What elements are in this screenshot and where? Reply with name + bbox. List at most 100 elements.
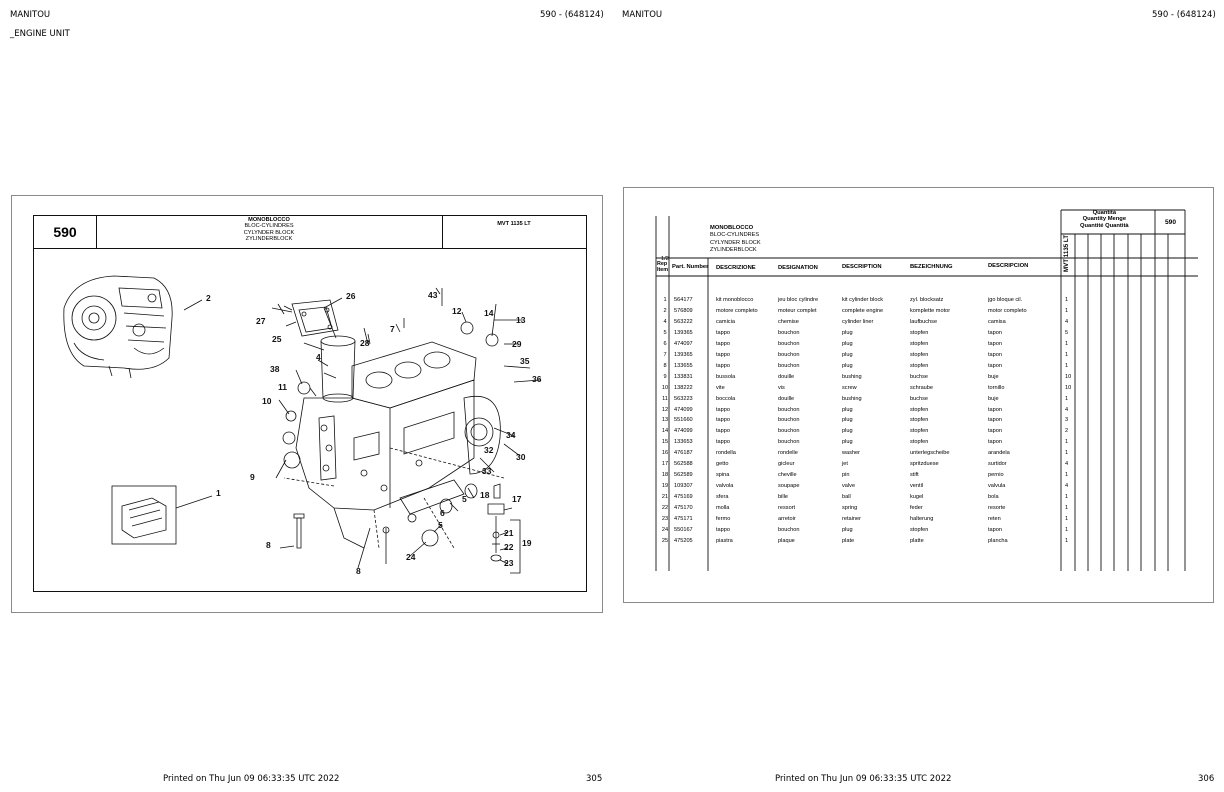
cell-qty: 1 xyxy=(1065,395,1069,402)
cell-it: tappo xyxy=(716,417,730,424)
cell-en: plug xyxy=(842,340,853,347)
cell-it: getto xyxy=(716,461,729,468)
cell-item: 12 xyxy=(661,406,669,413)
cell-qty: 4 xyxy=(1065,406,1069,413)
cell-de: stopfen xyxy=(910,362,929,369)
cell-en: screw xyxy=(842,384,857,391)
cell-es: resorte xyxy=(988,505,1006,512)
qty-line: Quantità xyxy=(1092,210,1117,216)
cell-es: tapon xyxy=(988,351,1002,358)
cell-es: tornillo xyxy=(988,384,1005,391)
cell-en: spring xyxy=(842,505,858,512)
callout-1: 1 xyxy=(216,488,221,498)
cell-item: 17 xyxy=(661,461,669,468)
col-designation-header: DESIGNATION xyxy=(778,265,818,271)
callout-4: 4 xyxy=(316,352,321,362)
callout-28: 28 xyxy=(360,338,370,348)
callout-38: 38 xyxy=(270,364,280,374)
cell-fr: gicleur xyxy=(778,461,795,468)
page-number-right: 306 xyxy=(1198,774,1215,784)
cell-es: tapon xyxy=(988,329,1002,336)
callout-6: 6 xyxy=(440,508,445,518)
title-line: ZYLINDERBLOCK xyxy=(710,246,757,253)
cell-qty: 4 xyxy=(1065,483,1069,490)
cell-part: 476187 xyxy=(674,450,693,457)
cell-qty: 1 xyxy=(1065,494,1069,501)
callout-7: 5 xyxy=(462,494,467,504)
cell-it: tappo xyxy=(716,329,730,336)
cell-es: tapon xyxy=(988,417,1002,424)
cell-part: 474097 xyxy=(674,340,693,347)
cell-part: 562589 xyxy=(674,472,693,479)
cell-item: 8 xyxy=(663,362,667,369)
cell-es: arandela xyxy=(988,450,1010,457)
cell-de: stopfen xyxy=(910,340,929,347)
drawing-header: 590 MONOBLOCCO BLOC-CYLINDRES CYLYNDER B… xyxy=(34,216,586,249)
parts-table-panel: 1/2 MONOBLOCCO BLOC-CYLINDRES CYLYNDER B… xyxy=(623,187,1214,603)
cell-qty: 1 xyxy=(1065,362,1069,369)
cell-fr: bouchon xyxy=(778,526,800,533)
cell-item: 21 xyxy=(661,494,669,501)
cell-part: 563222 xyxy=(674,318,693,325)
cell-it: piastra xyxy=(716,537,733,544)
cell-qty: 1 xyxy=(1065,472,1069,479)
qty-line: Quantité Quantità xyxy=(1080,222,1129,229)
cell-part: 551660 xyxy=(674,417,693,424)
cell-de: stopfen xyxy=(910,329,929,336)
cell-it: tappo xyxy=(716,406,730,413)
cell-part: 550167 xyxy=(674,526,693,533)
cell-item: 25 xyxy=(661,537,669,544)
cell-de: zyl. blocksatz xyxy=(910,297,944,303)
cell-de: platte xyxy=(910,537,924,544)
cell-de: unterlegscheibe xyxy=(910,450,950,457)
cell-it: tappo xyxy=(716,351,730,358)
cell-qty: 1 xyxy=(1065,297,1069,303)
callout-9: 8 xyxy=(356,566,361,576)
cell-item: 23 xyxy=(661,516,669,522)
cell-part: 475205 xyxy=(674,537,693,544)
cell-fr: ressort xyxy=(778,505,796,512)
cell-part: 109307 xyxy=(674,483,693,490)
cell-item: 9 xyxy=(663,373,667,380)
callout-29: 29 xyxy=(512,339,522,349)
title-line: CYLYNDER BLOCK xyxy=(710,239,761,246)
cell-fr: douille xyxy=(778,395,795,402)
cell-part: 474099 xyxy=(674,428,693,435)
drawing-frame: 590 MONOBLOCCO BLOC-CYLINDRES CYLYNDER B… xyxy=(33,215,587,592)
cell-de: stopfen xyxy=(910,428,929,435)
cell-fr: bouchon xyxy=(778,351,800,358)
cell-item: 24 xyxy=(661,526,669,533)
callout-35: 36 xyxy=(532,374,542,384)
parts-table: 1/2 MONOBLOCCO BLOC-CYLINDRES CYLYNDER B… xyxy=(638,206,1206,576)
cell-en: plug xyxy=(842,417,853,424)
callout-10: 8 xyxy=(266,540,271,550)
cell-qty: 1 xyxy=(1065,537,1069,544)
cell-part: 475170 xyxy=(674,505,693,512)
cell-it: rondella xyxy=(716,450,736,457)
drawing-title: MONOBLOCCO BLOC-CYLINDRES CYLYNDER BLOCK… xyxy=(96,216,443,249)
cell-es: tapon xyxy=(988,439,1002,446)
cell-de: stopfen xyxy=(910,351,929,358)
cell-es: pernio xyxy=(988,472,1004,479)
cell-fr: cheville xyxy=(778,472,797,479)
cell-item: 4 xyxy=(663,318,667,325)
sheet-number: 1/2 xyxy=(661,256,669,262)
cell-fr: arretoir xyxy=(778,516,796,522)
callout-24: 24 xyxy=(406,552,416,562)
callout-13: 11 xyxy=(278,382,287,392)
group-number: 590 xyxy=(34,216,97,248)
callout-23: 23 xyxy=(504,558,514,568)
cell-part: 133653 xyxy=(674,439,693,446)
cell-es: tapon xyxy=(988,526,1002,533)
cell-qty: 1 xyxy=(1065,516,1069,522)
cell-it: bussola xyxy=(716,373,736,380)
cell-part: 133831 xyxy=(674,373,693,380)
page-ref-right: 590 - (648124) xyxy=(1152,10,1216,20)
cell-qty: 1 xyxy=(1065,307,1069,314)
cell-de: stopfen xyxy=(910,526,929,533)
cell-es: plancha xyxy=(988,537,1008,544)
cell-es: motor completo xyxy=(988,307,1027,314)
cell-en: complete engine xyxy=(842,307,884,314)
callout-15: 13 xyxy=(516,315,526,325)
cell-en: ball xyxy=(842,494,851,501)
